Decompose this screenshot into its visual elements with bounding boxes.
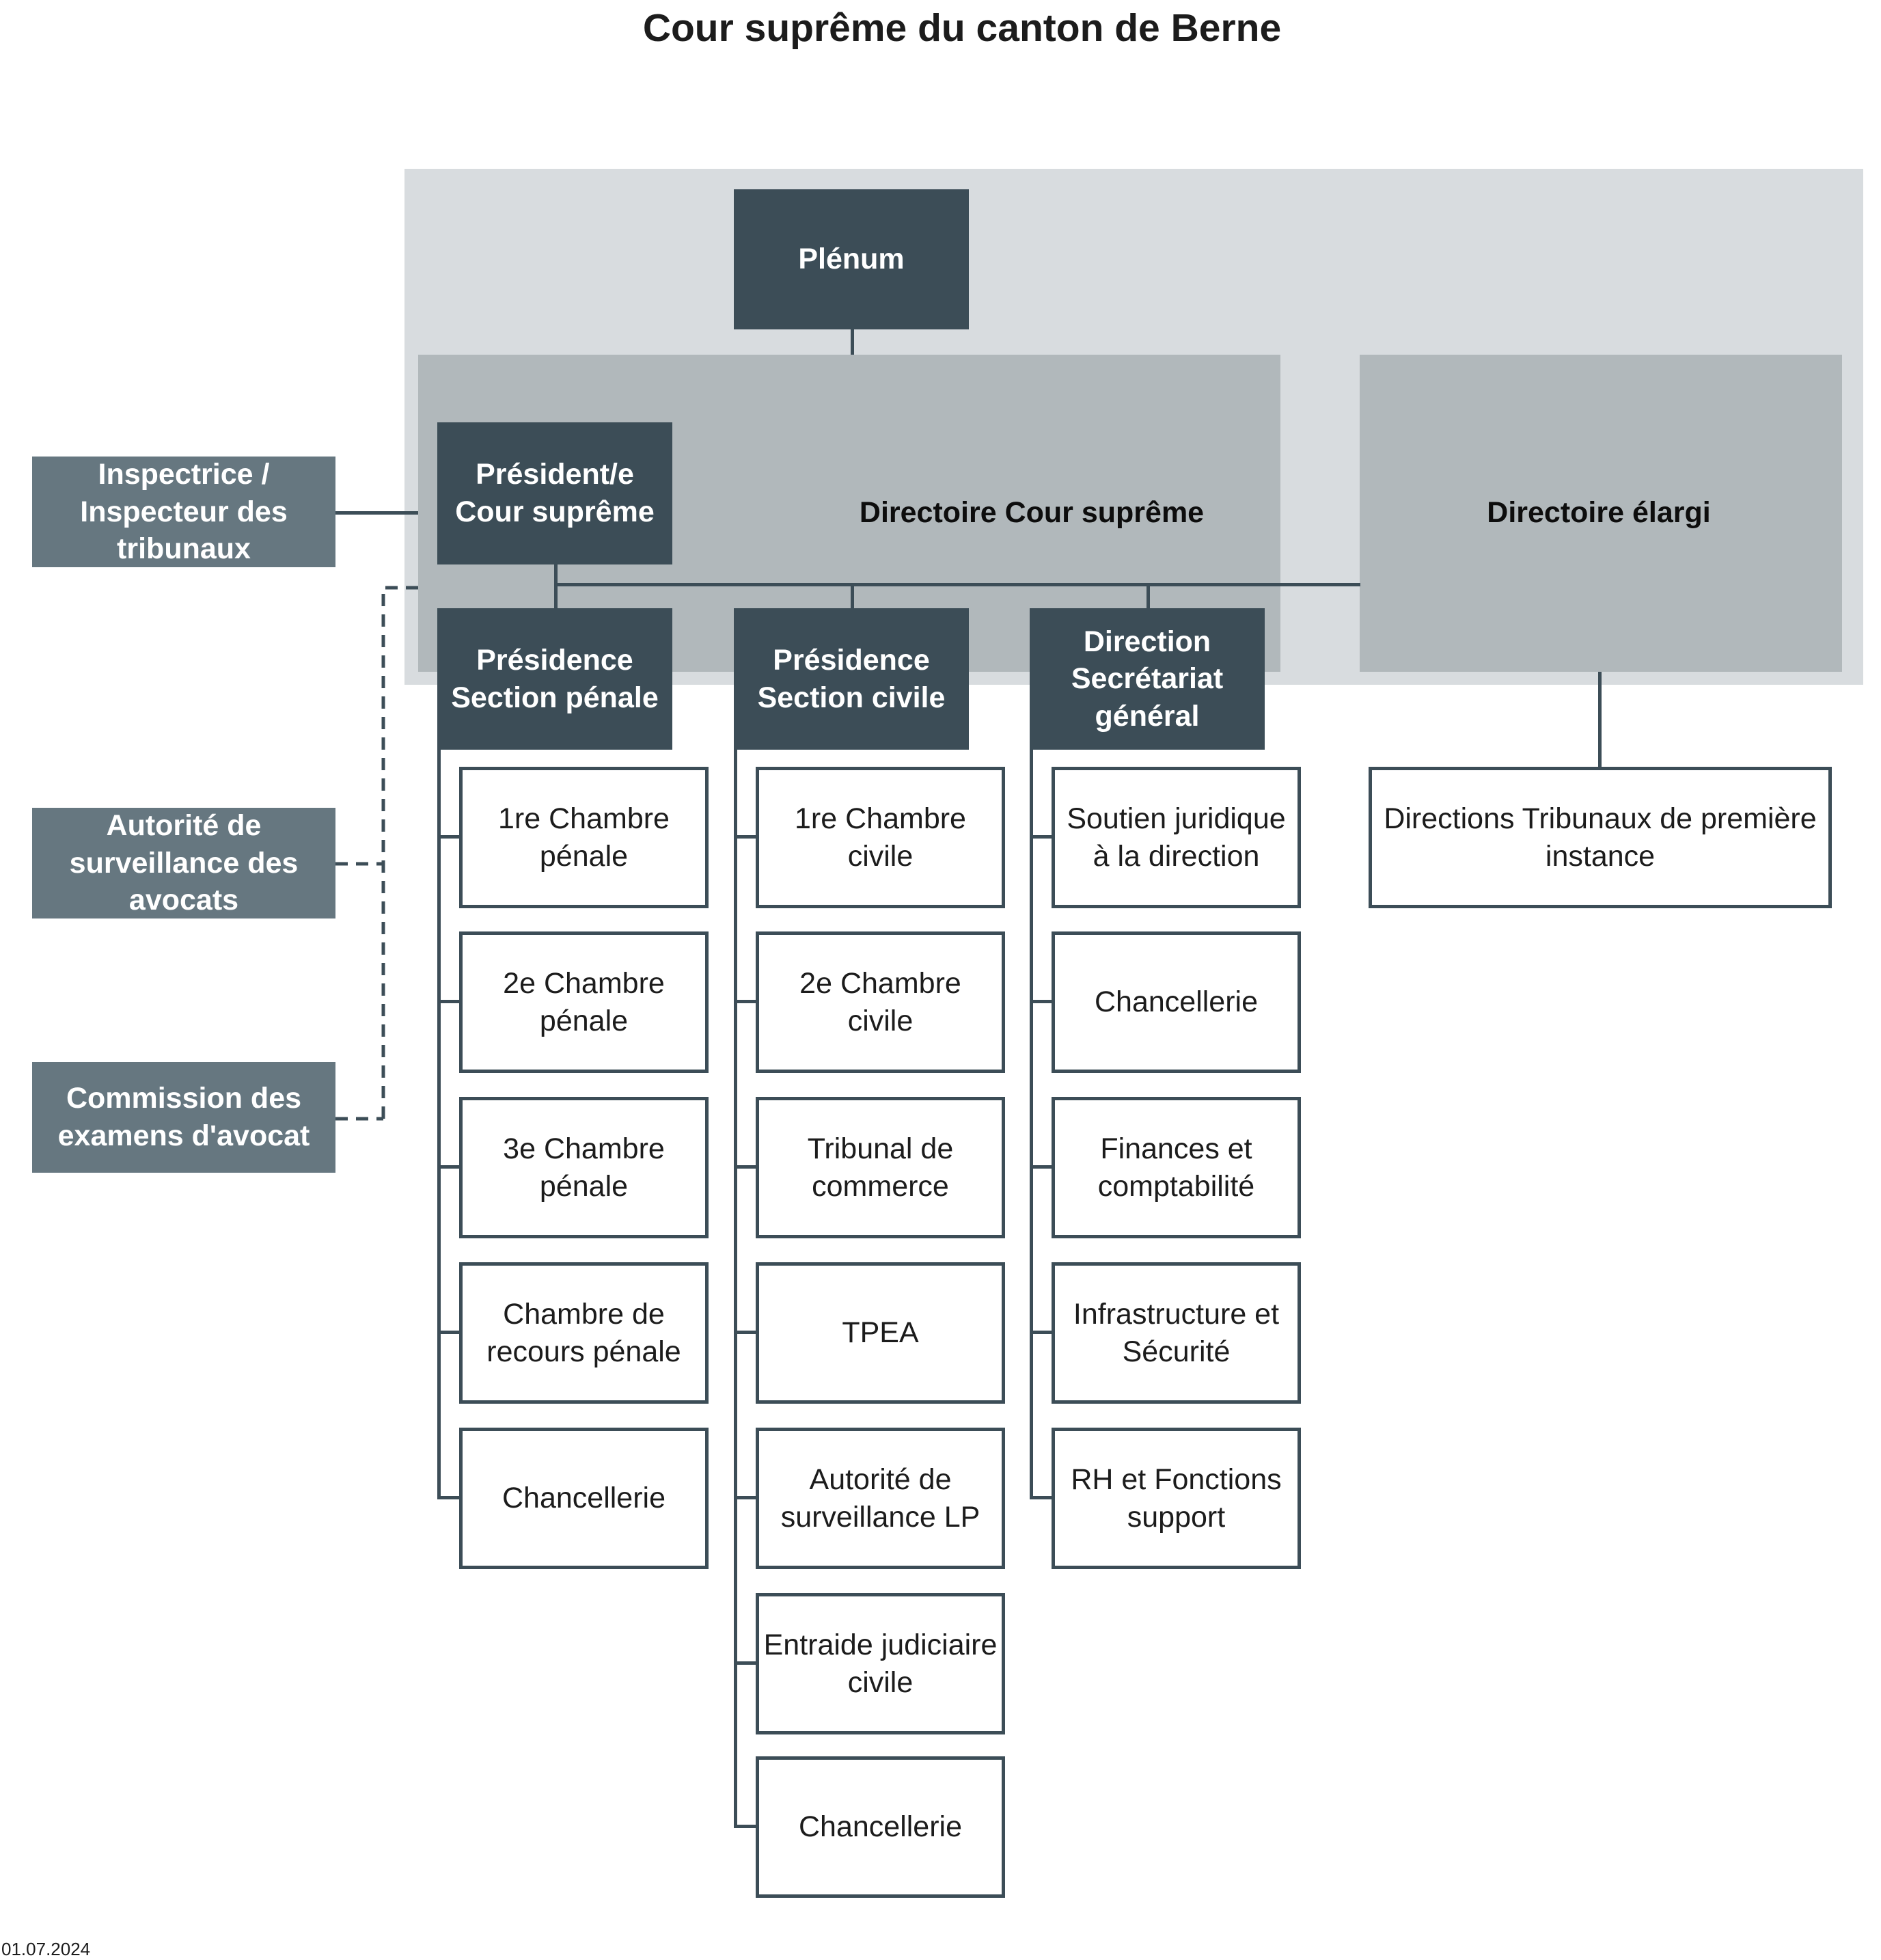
tick (437, 1331, 459, 1334)
secretariat-item-label: Infrastructure et Sécurité (1073, 1297, 1280, 1368)
penale-item: 2e Chambre pénale (459, 931, 709, 1073)
page-title: Cour suprême du canton de Berne (642, 6, 1282, 50)
civile-item: Chancellerie (756, 1756, 1005, 1898)
tick (437, 1000, 459, 1003)
tick (437, 835, 459, 839)
date-stamp: 01.07.2024 (1, 1939, 91, 1959)
civile-item-label: Chancellerie (798, 1810, 963, 1844)
tick (1030, 1000, 1052, 1003)
directoire-elargi-label: Directoire élargi (1487, 495, 1711, 529)
civile-vline (734, 750, 737, 1828)
secretariat-head-node: Direction Secrétariat général (1030, 608, 1265, 750)
civile-item: 1re Chambre civile (756, 767, 1005, 908)
civile-item-label: 2e Chambre civile (799, 966, 961, 1037)
penale-item-label: Chancellerie (502, 1482, 666, 1515)
penale-item-label: 2e Chambre pénale (503, 966, 665, 1037)
tick (734, 1496, 756, 1499)
directoire-elargi-region (1360, 355, 1842, 672)
tick (1030, 1496, 1052, 1499)
secretariat-item: Chancellerie (1052, 931, 1301, 1073)
tick (1030, 1331, 1052, 1334)
plenum-label: Plénum (798, 243, 905, 276)
civile-item: Entraide judiciaire civile (756, 1593, 1005, 1734)
secretariat-item: Soutien juridique à la direction (1052, 767, 1301, 908)
tick (734, 1000, 756, 1003)
tick (1030, 835, 1052, 839)
penale-head-label: Présidence Section pénale (451, 643, 659, 714)
secretariat-head-label: Direction Secrétariat général (1071, 625, 1224, 733)
secretariat-item: RH et Fonctions support (1052, 1428, 1301, 1569)
penale-vline (437, 750, 441, 1499)
civile-head-label: Présidence Section civile (757, 643, 946, 714)
directoire-label: Directoire Cour suprême (859, 495, 1205, 529)
secretariat-item-label: Soutien juridique à la direction (1067, 802, 1286, 873)
tick (734, 1331, 756, 1334)
connector-horizontal (554, 583, 1360, 586)
civile-item-label: Autorité de surveillance LP (780, 1462, 980, 1534)
civile-head-node: Présidence Section civile (734, 608, 969, 750)
tick (437, 1496, 459, 1499)
tick (734, 835, 756, 839)
civile-item-label: Entraide judiciaire civile (763, 1628, 998, 1699)
connector-plenum (851, 329, 854, 355)
secretariat-item: Infrastructure et Sécurité (1052, 1262, 1301, 1404)
penale-item: 3e Chambre pénale (459, 1097, 709, 1238)
civile-item: Autorité de surveillance LP (756, 1428, 1005, 1569)
penale-item-label: 3e Chambre pénale (503, 1132, 665, 1203)
tick (734, 1165, 756, 1169)
president-label: Président/e Cour suprême (455, 458, 655, 528)
secretariat-item-label: Chancellerie (1094, 985, 1259, 1019)
inspecteur-label: Inspectrice / Inspecteur des tribunaux (80, 458, 288, 566)
penale-item-label: Chambre de recours pénale (486, 1297, 681, 1368)
civile-item: 2e Chambre civile (756, 931, 1005, 1073)
secretariat-vline (1030, 750, 1033, 1499)
connector-tribunaux (1598, 672, 1602, 767)
connector-secretariat (1147, 583, 1150, 611)
civile-item: TPEA (756, 1262, 1005, 1404)
tick (437, 1165, 459, 1169)
president-node: Président/e Cour suprême (437, 422, 672, 564)
secretariat-item-label: Finances et comptabilité (1097, 1132, 1255, 1203)
civile-item-label: TPEA (842, 1316, 919, 1350)
penale-head-node: Présidence Section pénale (437, 608, 672, 750)
commission-node: Commission des examens d'avocat (32, 1062, 335, 1173)
plenum-node: Plénum (734, 189, 969, 329)
civile-item: Tribunal de commerce (756, 1097, 1005, 1238)
penale-item: 1re Chambre pénale (459, 767, 709, 908)
civile-item-label: 1re Chambre civile (795, 802, 966, 873)
directions-tribunaux-label: Directions Tribunaux de première instanc… (1384, 802, 1817, 873)
penale-item-label: 1re Chambre pénale (498, 802, 670, 873)
directions-tribunaux-node: Directions Tribunaux de première instanc… (1369, 767, 1832, 908)
tick (734, 1825, 756, 1828)
tick (1030, 1165, 1052, 1169)
surveillance-avocats-node: Autorité de surveillance des avocats (32, 808, 335, 918)
connector-president (554, 564, 558, 611)
secretariat-item-label: RH et Fonctions support (1071, 1462, 1282, 1534)
surveillance-avocats-label: Autorité de surveillance des avocats (69, 809, 299, 917)
connector-inspecteur (335, 511, 418, 515)
commission-label: Commission des examens d'avocat (57, 1082, 310, 1152)
penale-item: Chancellerie (459, 1428, 709, 1569)
tick (734, 1661, 756, 1665)
civile-item-label: Tribunal de commerce (807, 1132, 954, 1203)
inspecteur-node: Inspectrice / Inspecteur des tribunaux (32, 457, 335, 567)
connector-civile (851, 583, 854, 611)
penale-item: Chambre de recours pénale (459, 1262, 709, 1404)
secretariat-item: Finances et comptabilité (1052, 1097, 1301, 1238)
